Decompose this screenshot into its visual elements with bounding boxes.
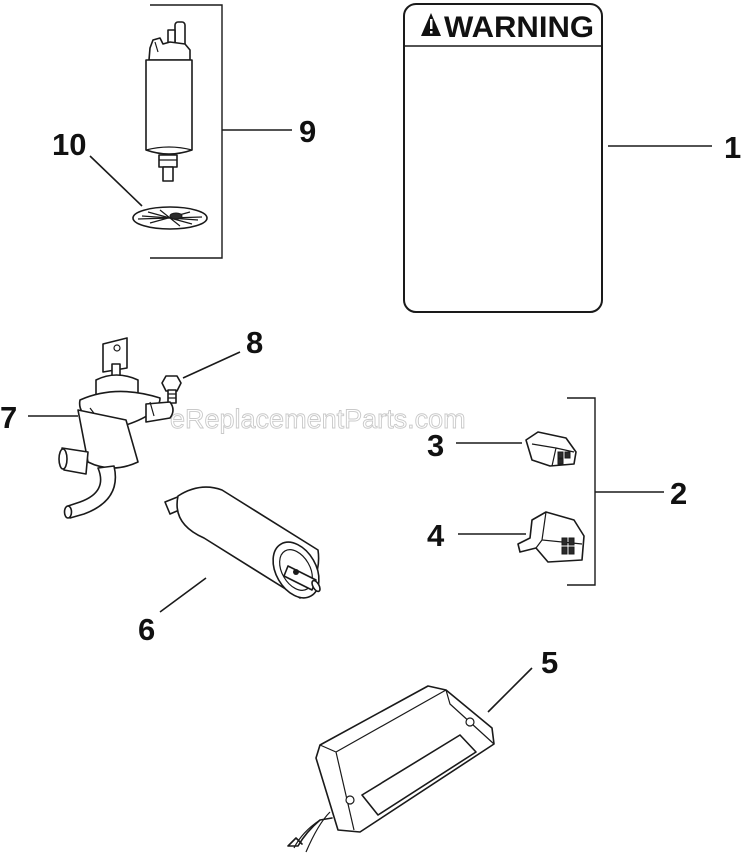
callout-5[interactable]: 5 — [541, 645, 558, 680]
filter-screen-part[interactable] — [132, 206, 208, 230]
callout-10[interactable]: 10 — [52, 127, 86, 162]
callout-9[interactable]: 9 — [299, 114, 316, 149]
callout-4[interactable]: 4 — [427, 518, 445, 553]
leader-6 — [159, 577, 207, 613]
connector-housing-part[interactable] — [517, 511, 585, 563]
warning-triangle-icon — [421, 13, 441, 36]
bracket-9 — [150, 4, 223, 259]
watermark: eReplacementParts.com — [170, 404, 466, 434]
callout-2[interactable]: 2 — [670, 476, 687, 511]
callout-7[interactable]: 7 — [0, 400, 17, 435]
control-module-part[interactable] — [287, 685, 495, 853]
warning-label-text: WARNING — [444, 11, 594, 44]
warning-decal-part[interactable]: WARNING — [403, 3, 603, 313]
callout-1[interactable]: 1 — [724, 130, 741, 165]
leader-10 — [89, 155, 143, 207]
connector-plug-part[interactable] — [525, 431, 577, 467]
fuel-pump-part[interactable] — [145, 21, 193, 182]
callout-6[interactable]: 6 — [138, 612, 155, 647]
pressure-regulator-part[interactable] — [58, 337, 174, 519]
fuel-filter-part[interactable] — [164, 486, 328, 606]
leader-8 — [182, 351, 241, 379]
callout-3[interactable]: 3 — [427, 428, 444, 463]
leader-5 — [487, 667, 533, 713]
callout-8[interactable]: 8 — [246, 325, 263, 360]
screw-part[interactable] — [161, 375, 182, 404]
